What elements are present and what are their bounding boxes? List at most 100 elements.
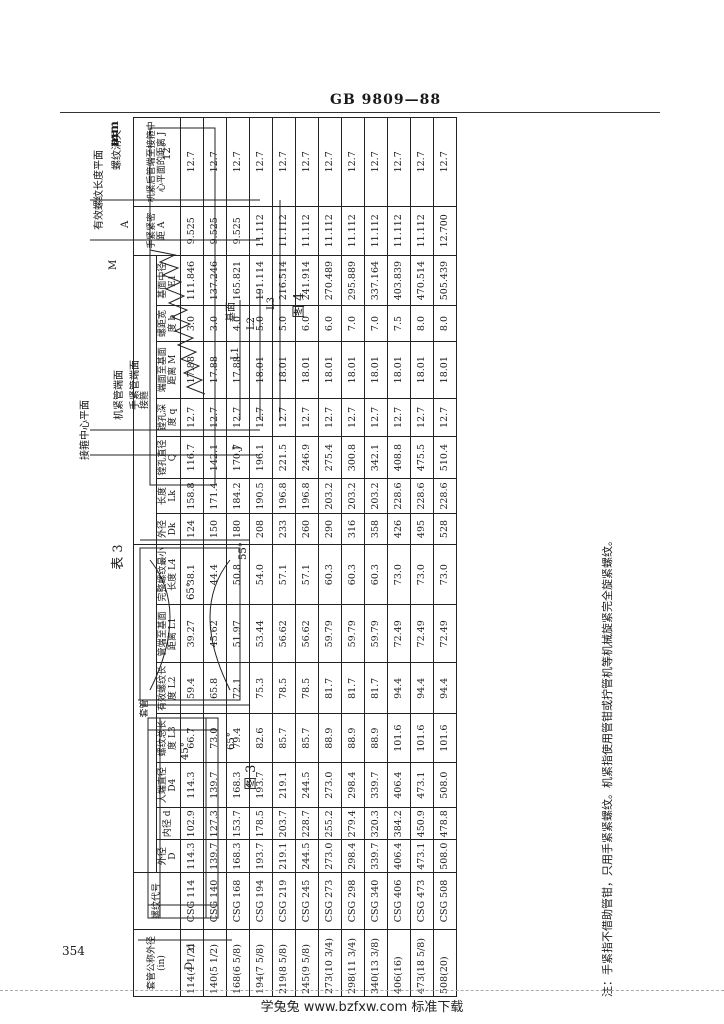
- table-cell: 528: [433, 513, 457, 545]
- table-cell: 12.7: [410, 117, 434, 207]
- table-cell: 8.0: [410, 305, 434, 342]
- table-cell: 12.7: [341, 398, 365, 437]
- table-cell: 101.6: [387, 713, 411, 763]
- th-L2: 有效螺纹长度 L2: [156, 662, 181, 714]
- table-cell: 203.7: [272, 807, 296, 840]
- table-cell: 508.0: [433, 839, 457, 873]
- table-cell: 56.62: [272, 604, 296, 663]
- table-cell: 59.79: [364, 604, 388, 663]
- table-cell: 88.9: [318, 713, 342, 763]
- table-cell: 194(7 5/8): [249, 929, 273, 997]
- table-cell: 85.7: [295, 713, 319, 763]
- table-cell: 57.1: [272, 544, 296, 605]
- table-cell: 203.2: [364, 478, 388, 514]
- table-cell: 18.01: [318, 341, 342, 399]
- th-j: 机紧后管端至接箍中心平面的距离 J: [133, 117, 181, 207]
- table-3: 表 3 mm 套管公称外径 (in) 螺纹代号 套管 接箍 手紧紧密距 A 机紧…: [93, 117, 633, 997]
- table-cell: 245(9 5/8): [295, 929, 319, 997]
- table-cell: CSG 219: [272, 872, 296, 930]
- table-cell: 505.439: [433, 255, 457, 306]
- table-cell: 60.3: [341, 544, 365, 605]
- page-header: GB 9809—88: [330, 92, 442, 108]
- table-cell: 12.7: [410, 398, 434, 437]
- table-cell: 5.0: [272, 305, 296, 342]
- table-cell: CSG 340: [364, 872, 388, 930]
- table-cell: 403.839: [387, 255, 411, 306]
- table-cell: 12.7: [180, 117, 204, 207]
- table-cell: 142.1: [203, 436, 227, 479]
- table-cell: CSG 508: [433, 872, 457, 930]
- table-cell: 12.7: [272, 117, 296, 207]
- table-cell: 193.7: [249, 839, 273, 873]
- table-cell: 45.62: [203, 604, 227, 663]
- table-cell: 275.4: [318, 436, 342, 479]
- table-cell: 168(6 5/8): [226, 929, 250, 997]
- table-cell: CSG 473: [410, 872, 434, 930]
- table-cell: 12.7: [295, 398, 319, 437]
- table-cell: CSG 245: [295, 872, 319, 930]
- table-cell: 246.9: [295, 436, 319, 479]
- table-cell: 6.0: [295, 305, 319, 342]
- table-title: 表 3: [111, 544, 126, 570]
- table-cell: 196.1: [249, 436, 273, 479]
- table-cell: 316: [341, 513, 365, 545]
- th-Lk: 长度 Lk: [156, 478, 181, 514]
- table-cell: 8.0: [433, 305, 457, 342]
- table-cell: 18.01: [364, 341, 388, 399]
- th-q: 镗孔深度 q: [156, 398, 181, 437]
- table-cell: 228.7: [295, 807, 319, 840]
- table-cell: 65.8: [203, 662, 227, 714]
- table-cell: 184.2: [226, 478, 250, 514]
- table-cell: 384.2: [387, 807, 411, 840]
- th-E1: 基面中径 E1: [156, 255, 181, 306]
- table-cell: 342.1: [364, 436, 388, 479]
- table-cell: 168.3: [226, 839, 250, 873]
- table-cell: 111.846: [180, 255, 204, 306]
- table-cell: 72.1: [226, 662, 250, 714]
- table-cell: 12.7: [433, 117, 457, 207]
- th-hand-tight: 手紧紧密距 A: [133, 206, 181, 256]
- table-cell: 298.4: [341, 839, 365, 873]
- table-cell: 18.01: [410, 341, 434, 399]
- table-cell: 140(5 1/2): [203, 929, 227, 997]
- table-cell: 255.2: [318, 807, 342, 840]
- table-cell: 216.514: [272, 255, 296, 306]
- table-cell: 17.88: [226, 341, 250, 399]
- table-cell: 53.44: [249, 604, 273, 663]
- table-cell: 56.62: [295, 604, 319, 663]
- table-cell: 11.112: [410, 206, 434, 256]
- table-cell: 11.112: [249, 206, 273, 256]
- table-cell: 12.7: [318, 398, 342, 437]
- table-cell: 470.514: [410, 255, 434, 306]
- fig4-thread: [90, 127, 281, 486]
- table-cell: 137.246: [203, 255, 227, 306]
- table-cell: 5.0: [249, 305, 273, 342]
- table-cell: 114(4 1/2): [180, 929, 204, 997]
- table-note: 注：手紧指不借助管钳，只用手紧紧螺纹。机紧指使用管钳或拧管机等机械旋紧完全旋紧螺…: [601, 535, 614, 997]
- header-rule: [60, 112, 660, 113]
- table-cell: 94.4: [387, 662, 411, 714]
- table-cell: 300.8: [341, 436, 365, 479]
- table-cell: 78.5: [272, 662, 296, 714]
- table-cell: 72.49: [410, 604, 434, 663]
- table-cell: 101.6: [410, 713, 434, 763]
- table-cell: 6.0: [318, 305, 342, 342]
- table-cell: 12.7: [295, 117, 319, 207]
- table-cell: 228.6: [410, 478, 434, 514]
- footer-source-link[interactable]: 学兔兔 www.bzfxw.com 标准下载: [260, 1000, 464, 1015]
- table-cell: 9.525: [226, 206, 250, 256]
- table-cell: 320.3: [364, 807, 388, 840]
- table-cell: 79.4: [226, 713, 250, 763]
- table-cell: 11.112: [295, 206, 319, 256]
- table-cell: 73.0: [433, 544, 457, 605]
- table-cell: 158.8: [180, 478, 204, 514]
- th-D: 外径 D: [156, 839, 181, 873]
- table-cell: 165.821: [226, 255, 250, 306]
- table-cell: 78.5: [295, 662, 319, 714]
- table-cell: 73.0: [410, 544, 434, 605]
- table-cell: 406(16): [387, 929, 411, 997]
- th-code: 螺纹代号: [133, 872, 181, 930]
